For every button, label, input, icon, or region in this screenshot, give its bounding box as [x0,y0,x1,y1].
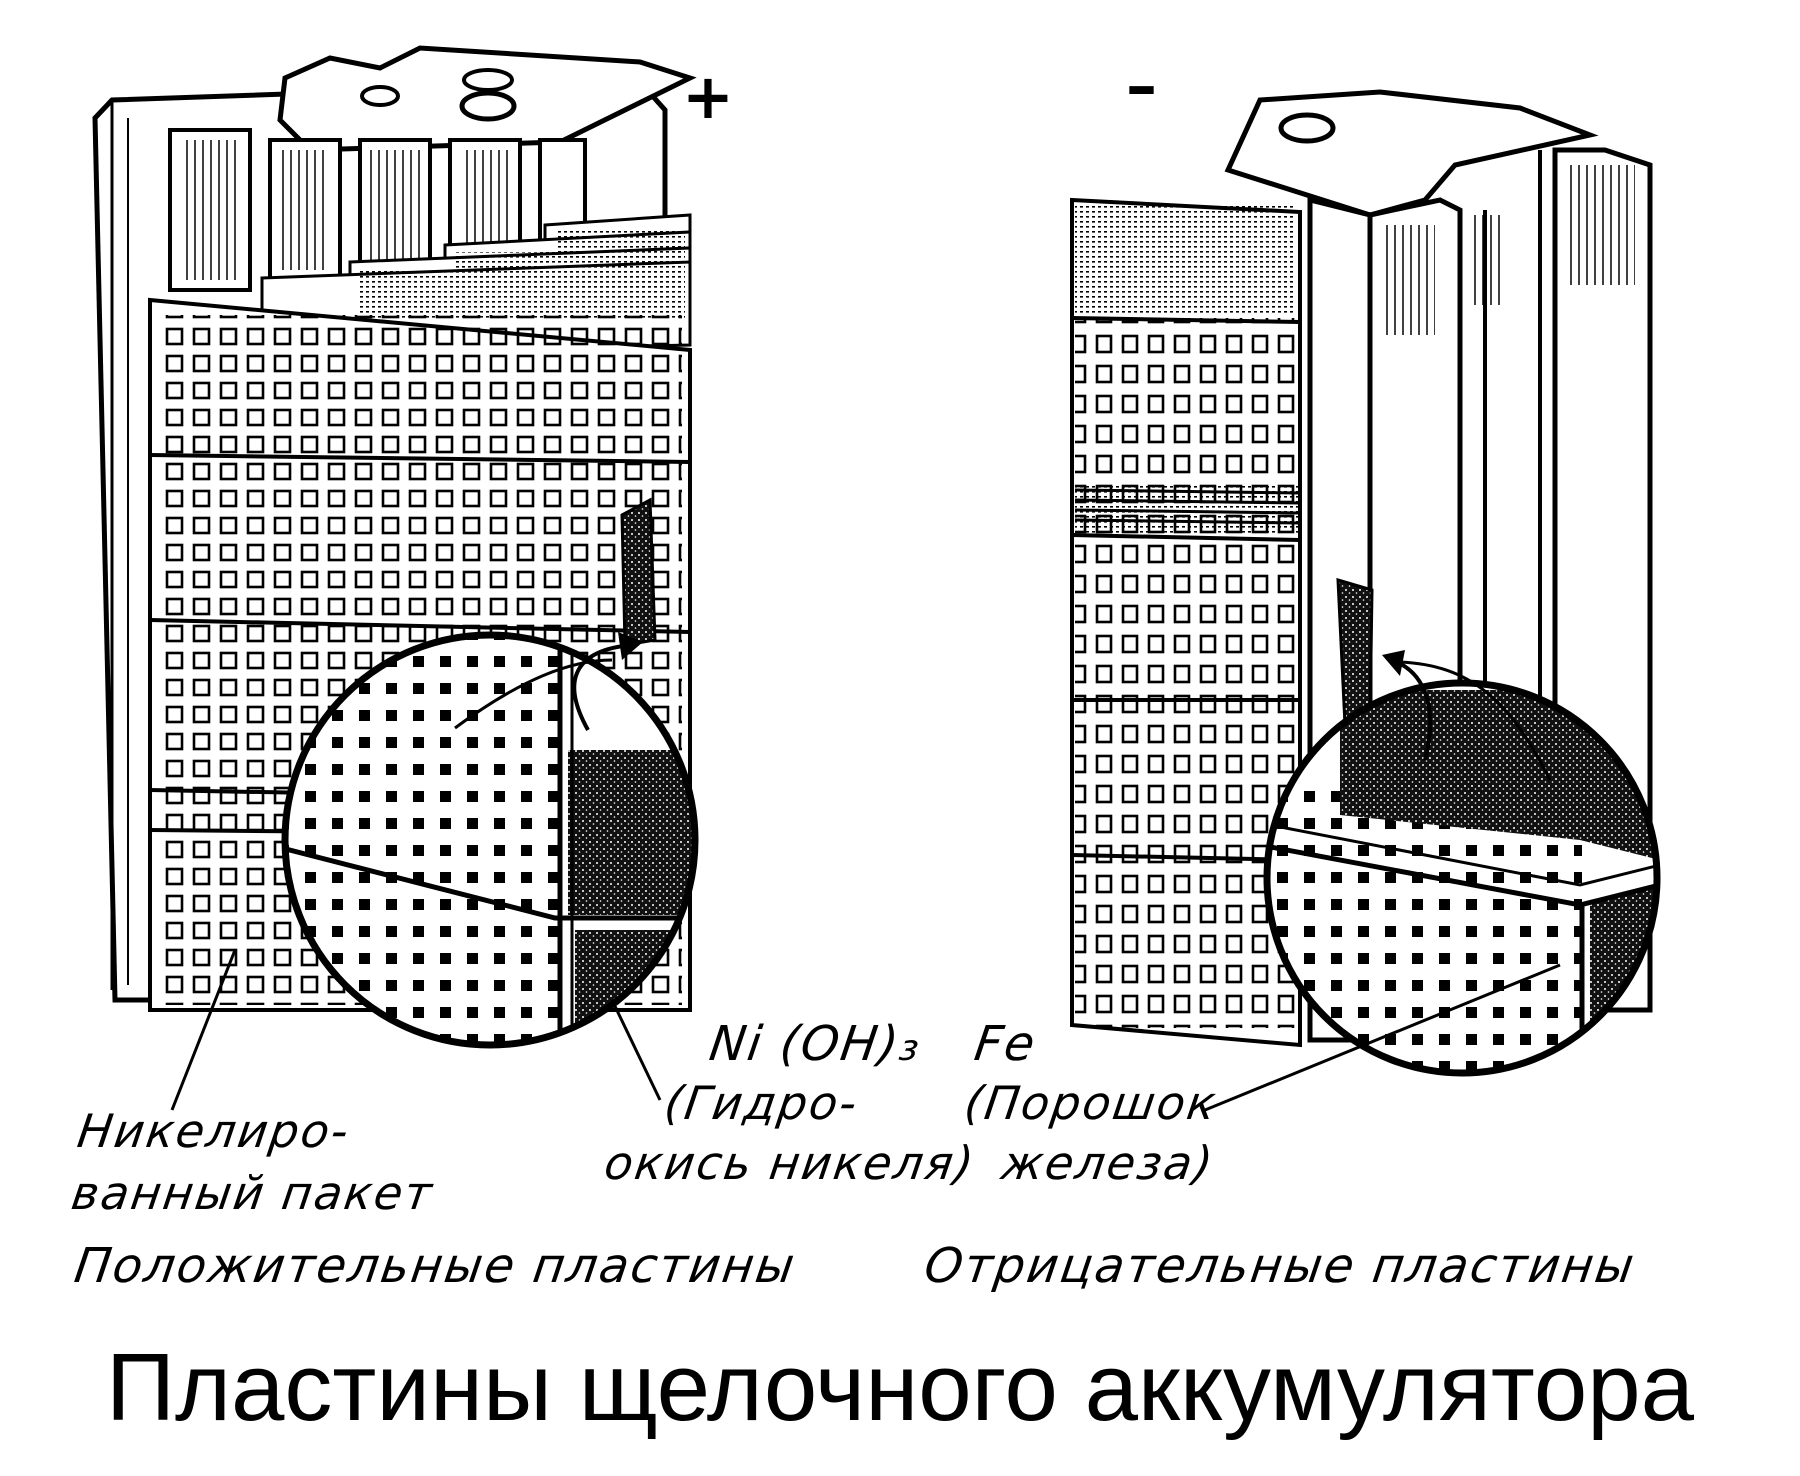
positive-sign: + [682,60,734,133]
material-leader-negative [1204,963,1561,1112]
label-ni-oh3: Ni (OH)₃ [706,1016,926,1072]
material-leader-positive [610,999,662,1101]
negative-plate [1070,89,1653,1048]
negative-terminal [1224,89,1599,218]
label-fe: Fe [971,1016,1041,1072]
label-iron-powder-line2: железа) [998,1136,1218,1190]
label-hydroxide-line1: (Гидро- [661,1076,863,1130]
label-iron-powder-line1: (Порошок [961,1076,1221,1130]
packet-leader [170,949,237,1111]
label-hydroxide-line2: окись никеля) [601,1136,979,1190]
caption-negative-plates: Отрицательные пластины [921,1238,1640,1294]
figure-title: Пластины щелочного аккумулятора [106,1334,1694,1441]
caption-positive-plates: Положительные пластины [71,1238,800,1294]
label-nickel-packet-line1: Никелиро- [74,1104,354,1158]
negative-sign: – [1126,49,1157,122]
label-nickel-packet-line2: ванный пакет [68,1166,438,1220]
